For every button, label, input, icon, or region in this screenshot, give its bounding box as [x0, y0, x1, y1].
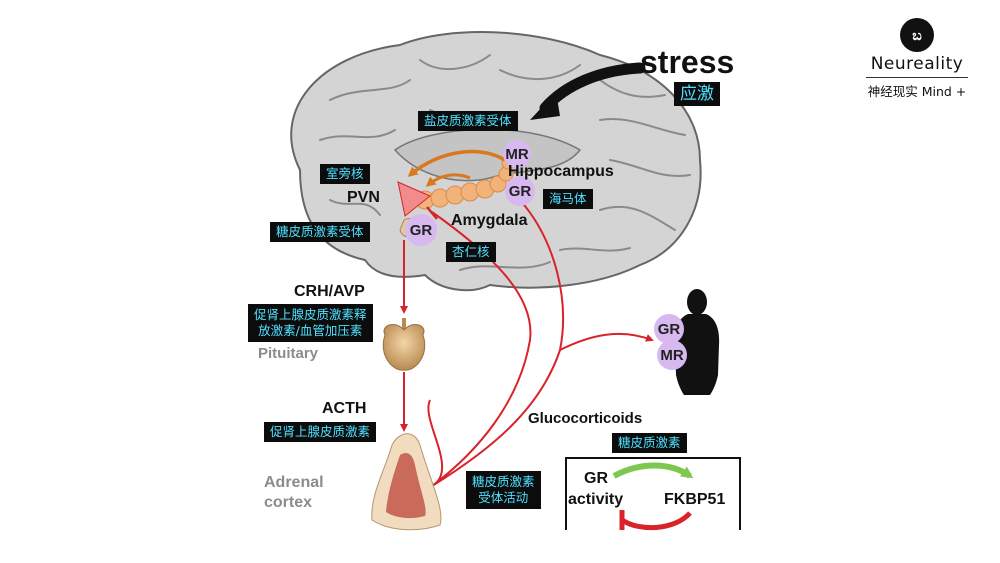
crh-avp-cn-tag: 促肾上腺皮质激素释 放激素/血管加压素: [248, 304, 373, 342]
gr-fkbp51-box: [565, 457, 741, 531]
human-silhouette: [674, 289, 720, 395]
gr-activity-cn-line1: 糖皮质激素: [472, 474, 535, 489]
logo-subtitle: 神经现实 Mind +: [867, 84, 967, 99]
amygdala-cn-tag: 杏仁核: [446, 242, 496, 262]
amygdala-label: Amygdala: [451, 212, 528, 229]
stress-cn-tag: 应激: [674, 82, 720, 106]
glucocorticoids-cn-tag: 糖皮质激素: [612, 433, 687, 453]
gr-receptor-body: GR: [654, 314, 684, 344]
mr-receptor-cn-tag: 盐皮质激素受体: [418, 111, 518, 131]
adrenal-line1: Adrenal: [264, 474, 324, 491]
gr-receptor-pvn: GR: [405, 214, 437, 246]
amygdala-to-pvn-arrow: [425, 173, 471, 187]
gr-receptor-hippocampus: GR: [505, 176, 535, 206]
adrenal-cortex-label: Adrenal cortex: [264, 473, 324, 513]
crh-avp-cn-line1: 促肾上腺皮质激素释: [254, 307, 367, 322]
adrenal-line2: cortex: [264, 494, 313, 511]
mr-receptor-body: MR: [657, 340, 687, 370]
box-gr-label: GR: [584, 470, 608, 487]
stress-arrow-head: [530, 92, 560, 120]
mr-receptor-hippocampus: MR: [503, 140, 531, 168]
gr-text: GR: [508, 182, 532, 200]
hippocampus-label: Hippocampus: [508, 163, 614, 180]
pituitary-gland: [382, 318, 426, 371]
stress-label: stress: [640, 44, 735, 80]
crh-avp-label: CRH/AVP: [294, 283, 365, 300]
hippocampus-to-pvn-arrow: [407, 149, 506, 177]
gr-activity-cn-tag: 糖皮质激素 受体活动: [466, 471, 541, 509]
logo-mark-icon: ಬ: [900, 18, 934, 52]
neureality-logo: ಬ Neureality 神经现实 Mind +: [862, 18, 972, 100]
crh-avp-cn-line2: 放激素/血管加压素: [258, 323, 363, 338]
logo-divider: [866, 77, 968, 78]
glucocorticoids-label: Glucocorticoids: [528, 410, 643, 427]
pvn-cn-tag: 室旁核: [320, 164, 370, 184]
acth-label: ACTH: [322, 400, 367, 417]
acth-cn-tag: 促肾上腺皮质激素: [264, 422, 377, 442]
gr-text: GR: [657, 320, 681, 338]
gr-activity-cn-line2: 受体活动: [478, 490, 529, 505]
pvn-label: PVN: [347, 189, 380, 206]
gr-text: GR: [409, 221, 433, 239]
pituitary-label: Pituitary: [258, 345, 319, 362]
mr-text: MR: [505, 145, 529, 163]
box-activity-label: activity: [568, 491, 624, 508]
hippocampus-cn-tag: 海马体: [543, 189, 593, 209]
brain-illustration: [290, 31, 702, 292]
gr-receptor-cn-tag: 糖皮质激素受体: [270, 222, 370, 242]
mr-text: MR: [660, 346, 684, 364]
adrenal-cortex: [371, 433, 442, 531]
fkbp51-label: FKBP51: [664, 491, 726, 508]
logo-name: Neureality: [870, 54, 964, 74]
